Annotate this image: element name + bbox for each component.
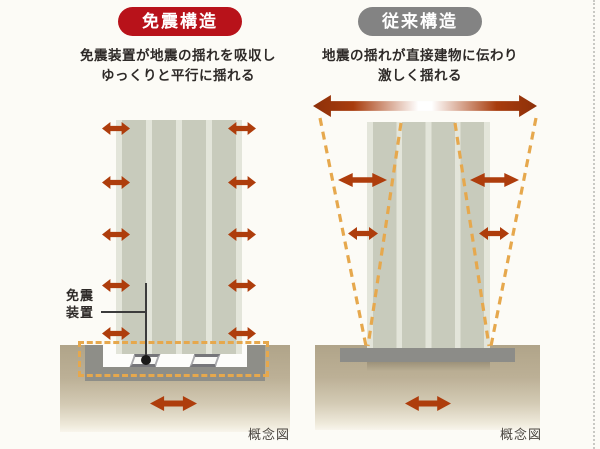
shake-arrow-icon bbox=[228, 228, 256, 241]
conventional-description-line1: 地震の揺れが直接建物に伝わり bbox=[322, 48, 518, 63]
sway-dashed-line bbox=[318, 117, 368, 347]
shake-arrow-icon bbox=[102, 279, 130, 292]
sway-dashed-line bbox=[366, 122, 403, 347]
foundation-slab bbox=[340, 348, 515, 362]
isolation-description-line1: 免震装置が地震の揺れを吸収し bbox=[80, 48, 276, 63]
isolation-description: 免震装置が地震の揺れを吸収し ゆっくりと平行に揺れる bbox=[28, 46, 328, 86]
sway-dashed-line bbox=[453, 122, 491, 347]
shake-arrow-icon bbox=[228, 122, 256, 135]
sway-arrow-icon bbox=[338, 173, 387, 187]
leader-line-vertical bbox=[145, 283, 147, 360]
isolator-device-label-line1: 免震 bbox=[66, 288, 95, 303]
isolated-building bbox=[116, 120, 242, 354]
conventional-description: 地震の揺れが直接建物に伝わり 激しく揺れる bbox=[270, 46, 570, 86]
shake-arrow-icon bbox=[102, 327, 130, 340]
conventional-badge: 従来構造 bbox=[358, 7, 482, 36]
sway-arrow-icon bbox=[479, 227, 509, 240]
leader-line-horizontal bbox=[101, 311, 147, 313]
sway-dashed-line bbox=[489, 117, 538, 347]
slab-shadow bbox=[367, 362, 490, 371]
caption-left: 概念図 bbox=[247, 427, 290, 442]
caption-right: 概念図 bbox=[499, 427, 542, 442]
page-edge-dotted-divider bbox=[593, 0, 595, 449]
shake-arrow-icon bbox=[228, 327, 256, 340]
shake-arrow-icon bbox=[102, 122, 130, 135]
isolation-description-line2: ゆっくりと平行に揺れる bbox=[101, 68, 255, 83]
shake-arrow-icon bbox=[102, 228, 130, 241]
ground-shake-arrow-icon bbox=[150, 396, 197, 411]
isolator-dot-icon bbox=[141, 355, 151, 365]
shake-arrow-icon bbox=[228, 279, 256, 292]
isolation-badge: 免震構造 bbox=[118, 7, 242, 36]
sway-arrow-icon bbox=[348, 227, 378, 240]
shake-arrow-icon bbox=[228, 176, 256, 189]
shake-arrow-icon bbox=[102, 176, 130, 189]
isolation-boundary-dashed-rect bbox=[78, 341, 269, 377]
isolator-device-label: 免震 装置 bbox=[66, 287, 94, 321]
isolator-device-label-line2: 装置 bbox=[66, 305, 95, 320]
conventional-building bbox=[367, 122, 490, 348]
conventional-description-line2: 激しく揺れる bbox=[378, 68, 462, 83]
ground-shake-arrow-icon bbox=[405, 396, 451, 411]
sway-arrow-icon bbox=[470, 173, 519, 187]
